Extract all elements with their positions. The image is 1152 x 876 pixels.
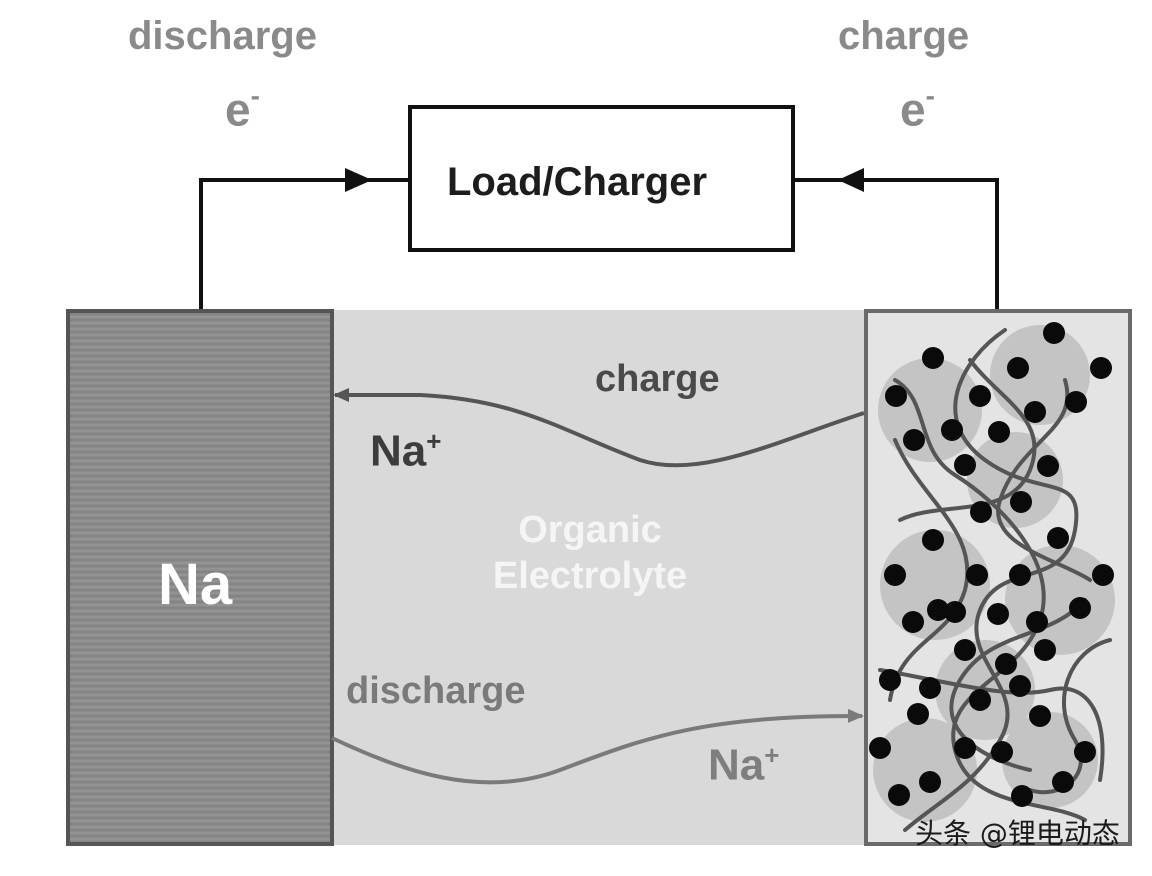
na-ion-top-symbol: Na xyxy=(370,426,427,476)
electron-right-symbol: e xyxy=(900,83,926,136)
na-ion-top-label: Na+ xyxy=(370,428,441,474)
electrolyte-line-1: Organic xyxy=(518,509,662,551)
sodium-anode xyxy=(66,309,334,846)
charge-ion-path xyxy=(333,388,865,468)
load-charger-box xyxy=(408,105,795,252)
wire-left xyxy=(199,178,410,310)
na-ion-bottom-label: Na+ xyxy=(708,742,779,788)
electron-left-label: e- xyxy=(225,82,260,136)
wire-right xyxy=(793,178,999,310)
electron-right-charge: - xyxy=(925,80,935,111)
active-material-dots xyxy=(869,322,1114,807)
anode-label: Na xyxy=(158,552,233,617)
watermark: 头条 @锂电动态 xyxy=(915,817,1120,850)
na-ion-top-charge: + xyxy=(426,426,442,456)
top-discharge-label: discharge xyxy=(128,14,317,58)
electron-left-symbol: e xyxy=(225,83,251,136)
discharge-arrow-label: discharge xyxy=(346,670,526,712)
electron-left-charge: - xyxy=(250,80,260,111)
discharge-ion-path xyxy=(331,708,864,785)
electron-right-label: e- xyxy=(900,82,935,136)
na-ion-bottom-symbol: Na xyxy=(708,740,765,790)
arrowhead-left-icon xyxy=(838,168,864,192)
electrolyte-line-2: Electrolyte xyxy=(492,554,688,597)
arrowhead-right-icon xyxy=(345,168,372,192)
load-charger-label: Load/Charger xyxy=(447,160,708,204)
top-charge-label: charge xyxy=(838,14,970,58)
na-ion-bottom-charge: + xyxy=(764,740,780,770)
electrolyte-label: Organic Electrolyte xyxy=(440,508,740,599)
charge-arrow-label: charge xyxy=(595,358,720,400)
